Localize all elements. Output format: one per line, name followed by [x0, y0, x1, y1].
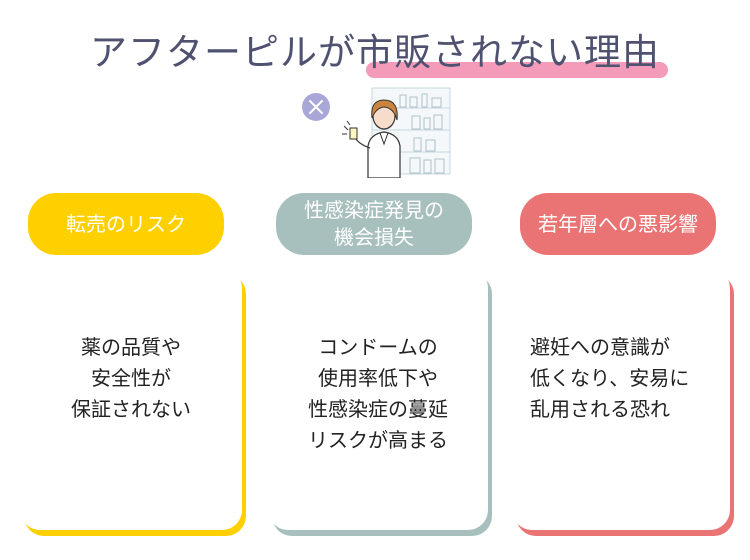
pharmacist-illustration: [302, 87, 451, 178]
card-yellow-line-2: 安全性が: [91, 366, 171, 390]
close-icon: [302, 93, 330, 121]
page-title-text: アフターピルが市販されない理由: [90, 31, 660, 74]
card-teal: [268, 268, 488, 530]
label-youth-impact: 若年層への悪影響: [520, 193, 716, 255]
card-teal-line-4: リスクが高まる: [308, 428, 448, 452]
card-yellow-line-3: 保証されない: [71, 397, 191, 421]
label-std-detection: 性感染症発見の 機会損失: [276, 193, 472, 255]
label-resale-risk-text: 転売のリスク: [66, 211, 186, 236]
card-red-text: 避妊への意識が 低くなり、安易に 乱用される恐れ: [530, 332, 730, 425]
card-red: [512, 268, 730, 530]
page-title: アフターピルが市販されない理由: [90, 22, 668, 78]
card-red-line-1: 避妊への意識が: [530, 335, 670, 359]
card-yellow: [20, 268, 242, 530]
card-teal-line-2: 使用率低下や: [318, 366, 438, 390]
label-std-detection-text: 性感染症発見の 機会損失: [304, 198, 444, 249]
card-red-line-3: 乱用される恐れ: [530, 397, 670, 421]
title-area: アフターピルが市販されない理由: [0, 22, 750, 78]
label-youth-impact-text: 若年層への悪影響: [538, 211, 698, 236]
card-teal-text: コンドームの 使用率低下や 性感染症の蔓延 リスクが高まる: [268, 332, 488, 456]
card-teal-line-3: 性感染症の蔓延: [308, 397, 448, 421]
label-resale-risk: 転売のリスク: [28, 193, 224, 255]
card-teal-line-1: コンドームの: [318, 335, 438, 359]
card-red-line-2: 低くなり、安易に: [530, 366, 690, 390]
pharmacist-icon: [342, 99, 401, 178]
card-yellow-text: 薬の品質や 安全性が 保証されない: [20, 332, 242, 425]
card-yellow-line-1: 薬の品質や: [81, 335, 181, 359]
